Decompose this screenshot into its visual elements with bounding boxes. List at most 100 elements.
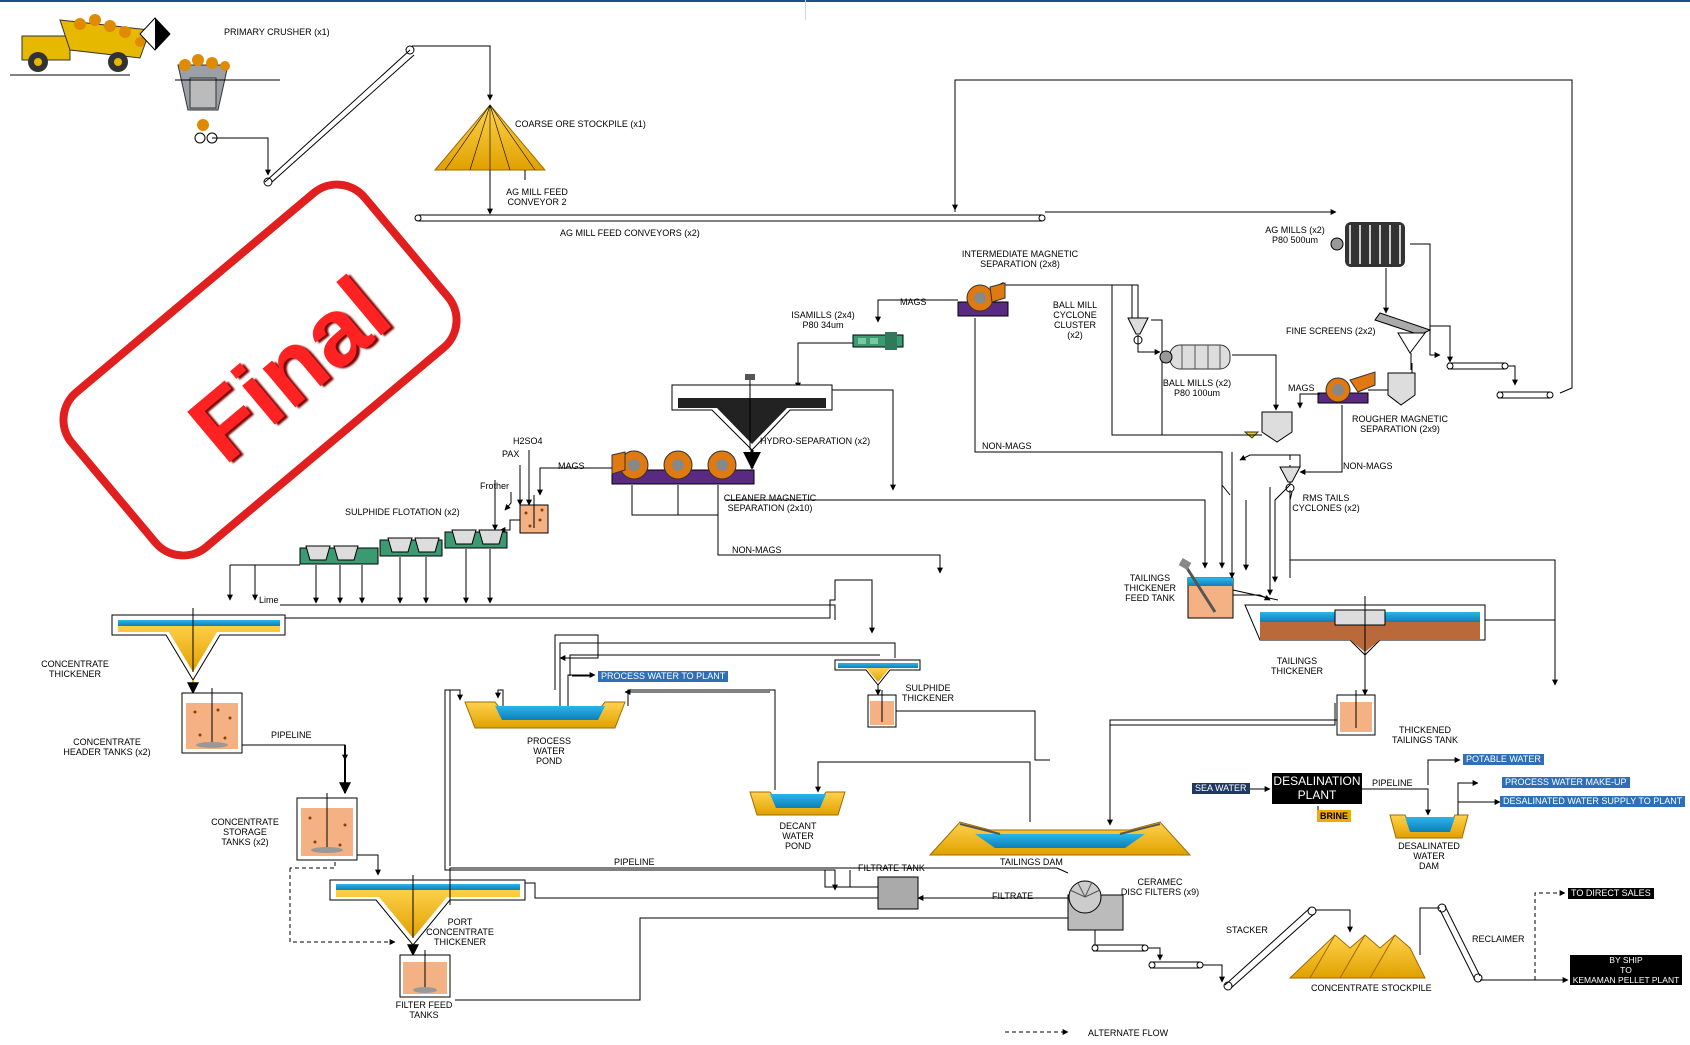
tag-sea-water: SEA WATER <box>1192 783 1250 794</box>
tailings-feed-tank-icon <box>1178 558 1234 619</box>
ag-mill-lines <box>1383 243 1441 358</box>
sump-tank-icon <box>1387 363 1416 406</box>
label-ceramec: CERAMEC DISC FILTERS (x9) <box>1120 877 1200 897</box>
label-pipeline-1: PIPELINE <box>271 730 312 740</box>
ball-mill-cyclone-icon <box>1127 317 1149 345</box>
ball-mill-sump-icon <box>1243 411 1293 443</box>
label-concentrate-storage-tanks: CONCENTRATE STORAGE TANKS (x2) <box>211 817 279 847</box>
rougher-magnetic-separator-icon <box>1317 371 1376 404</box>
label-pax: PAX <box>502 449 520 459</box>
decant-water-pond-icon <box>749 791 846 816</box>
fine-screen-lines <box>1410 325 1554 399</box>
isamill-lines <box>795 342 853 389</box>
label-isamills: ISAMILLS (2x4) P80 34um <box>791 310 855 330</box>
desal-lines <box>1245 757 1501 818</box>
process-water-pond-icon <box>464 701 626 729</box>
label-process-water-pond: PROCESS WATER POND <box>526 736 572 766</box>
desalination-plant-box: DESALINATION PLANT <box>1272 773 1362 804</box>
label-ag-mill-feed-conveyors: AG MILL FEED CONVEYORS (x2) <box>560 228 700 238</box>
tailings-thickener-icon <box>1244 596 1486 656</box>
label-tailings-feed-tank: TAILINGS THICKENER FEED TANK <box>1123 573 1177 603</box>
filtrate-tank-icon <box>877 876 919 910</box>
label-desalinated-water-dam: DESALINATED WATER DAM <box>1398 841 1460 871</box>
label-stacker: STACKER <box>1226 925 1268 935</box>
label-ag-mill-feed-conveyor-2: AG MILL FEED CONVEYOR 2 <box>506 187 568 207</box>
label-thickened-tailings-tank: THICKENED TAILINGS TANK <box>1391 725 1459 745</box>
filtrate-lines <box>824 870 1070 901</box>
process-water-lines <box>444 634 896 891</box>
ag-mill-feed-conveyors <box>414 79 1573 394</box>
label-pipeline-2: PIPELINE <box>614 857 655 867</box>
thickened-tailings-tank-icon <box>1336 690 1376 736</box>
ball-mill-circuit-lines <box>997 282 1279 436</box>
label-tailings-thickener: TAILINGS THICKENER <box>1270 656 1324 676</box>
primary-crusher-icon <box>175 54 280 144</box>
label-ball-mill-cyclone: BALL MILL CYCLONE CLUSTER (x2) <box>1052 300 1098 340</box>
flotation-lines <box>227 480 836 620</box>
label-concentrate-header-tanks: CONCENTRATE HEADER TANKS (x2) <box>63 737 151 757</box>
fine-screen-icon <box>1374 312 1432 354</box>
label-fine-screens: FINE SCREENS (2x2) <box>1286 326 1376 336</box>
label-port-concentrate-thickener: PORT CONCENTRATE THICKENER <box>426 917 494 947</box>
conditioning-tank-icon <box>519 495 549 534</box>
storage-lines <box>289 745 396 945</box>
top-border <box>0 0 1690 2</box>
label-concentrate-stockpile: CONCENTRATE STOCKPILE <box>1311 983 1432 993</box>
label-filter-feed-tanks: FILTER FEED TANKS <box>395 1000 453 1020</box>
top-divider <box>805 0 806 20</box>
cleaner-lines <box>537 467 1208 574</box>
ball-mill-icon <box>1159 344 1231 370</box>
label-rms-tails: RMS TAILS CYCLONES (x2) <box>1292 493 1360 513</box>
rms-lines <box>1239 454 1558 686</box>
tag-process-water-to-plant: PROCESS WATER TO PLANT <box>598 671 729 682</box>
sulphide-thickener-icon <box>834 659 921 686</box>
hydro-separator-icon <box>671 374 833 451</box>
sulphide-lines <box>875 685 1050 761</box>
tag-process-water-makeup: PROCESS WATER MAKE-UP <box>1502 777 1630 788</box>
concentrate-storage-tank-icon <box>296 793 358 861</box>
label-sulphide-flotation: SULPHIDE FLOTATION (x2) <box>345 507 460 517</box>
ceramec-disc-filter-icon <box>1067 880 1124 931</box>
label-mags-cleaner: MAGS <box>558 461 585 471</box>
label-mags-rougher: MAGS <box>1288 383 1315 393</box>
label-coarse-ore-stockpile: COARSE ORE STOCKPILE (x1) <box>515 119 646 129</box>
concentrate-stockpile-icon <box>1288 934 1426 979</box>
label-concentrate-thickener: CONCENTRATE THICKENER <box>41 659 109 679</box>
hydro-lines <box>743 389 896 491</box>
coarse-ore-stockpile-icon <box>433 104 547 215</box>
label-intermediate-magnetic: INTERMEDIATE MAGNETIC SEPARATION (2x8) <box>961 249 1079 269</box>
tailings-thickener-lines <box>1362 619 1556 696</box>
label-non-mags-rougher: NON-MAGS <box>1343 461 1393 471</box>
label-primary-crusher: PRIMARY CRUSHER (x1) <box>224 27 330 37</box>
label-filtrate-tank: FILTRATE TANK <box>858 863 925 873</box>
thickened-lines <box>1107 719 1337 826</box>
label-alternate-flow: ALTERNATE FLOW <box>1088 1028 1169 1038</box>
label-non-mags-cleaner: NON-MAGS <box>732 545 782 555</box>
rms-tails-cyclone-icon <box>1279 466 1301 493</box>
label-frother: Frother <box>480 481 510 491</box>
rock-marker-icon <box>139 17 171 51</box>
label-non-mags-intermediate: NON-MAGS <box>982 441 1032 451</box>
label-ag-mills: AG MILLS (x2) P80 500um <box>1265 225 1325 245</box>
tag-brine: BRINE <box>1317 810 1352 822</box>
concentrate-header-tank-icon <box>181 688 243 754</box>
sulphide-thickener-tank-icon <box>867 690 897 728</box>
isamill-icon <box>852 332 904 350</box>
label-reclaimer: RECLAIMER <box>1472 934 1525 944</box>
label-lime: Lime <box>259 595 279 605</box>
tag-to-direct-sales: TO DIRECT SALES <box>1568 888 1654 899</box>
desalination-plant-label: DESALINATION PLANT <box>1273 774 1361 802</box>
truck-icon <box>10 14 151 76</box>
reagent-lines <box>499 450 532 533</box>
concentrate-thickener-icon <box>111 608 286 681</box>
flotation-cells-icon <box>299 529 508 565</box>
label-ball-mills: BALL MILLS (x2) P80 100um <box>1162 378 1232 398</box>
label-filtrate: FILTRATE <box>992 891 1034 901</box>
label-hydro-separation: HYDRO-SEPARATION (x2) <box>760 436 871 446</box>
rougher-lines <box>1297 389 1388 475</box>
tag-desalinated-supply: DESALINATED WATER SUPPLY TO PLANT <box>1500 796 1686 807</box>
intermediate-magnetic-separator-icon <box>957 282 1009 317</box>
product-conveyors <box>1091 890 1569 991</box>
label-mags-intermediate: MAGS <box>900 297 927 307</box>
